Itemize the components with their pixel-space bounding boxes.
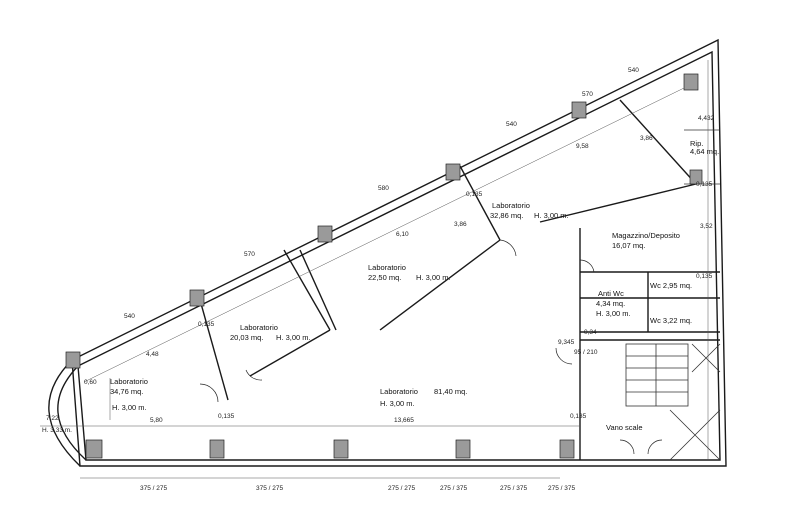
dim-386a: 3,86	[640, 135, 653, 142]
stairs-label: Vano scale	[606, 423, 643, 432]
lab-center-name: Laboratorio	[368, 263, 406, 272]
dim-4432: 4,432	[698, 115, 715, 122]
rip-name: Rip.	[690, 139, 703, 148]
wc2-label: Wc 3,22 mq.	[650, 316, 692, 325]
dim-386b: 3,86	[454, 221, 467, 228]
dim-9345: 9,345	[558, 339, 575, 346]
dim-034: 0,34	[584, 329, 597, 336]
wc1-label: Wc 2,95 mq.	[650, 281, 692, 290]
bottom-dim-6: 275 / 375	[548, 485, 575, 492]
rip-area: 4,64 mq.	[690, 147, 719, 156]
top-dim-1: 540	[124, 313, 135, 320]
lab-left-area: 34,76 mq.	[110, 387, 143, 396]
anti-wc-name: Anti Wc	[598, 289, 624, 298]
dim-722: 7,22	[46, 415, 59, 422]
dim-95-210: 95 / 210	[574, 349, 598, 356]
top-dim-5: 570	[582, 91, 593, 98]
lab-top-name: Laboratorio	[492, 201, 530, 210]
dim-0135-e: 0,135	[696, 181, 713, 188]
dim-352: 3,52	[700, 223, 713, 230]
dim-0135-b: 0,135	[570, 413, 587, 420]
lab-left-height: H. 3,00 m.	[112, 403, 147, 412]
bottom-dim-4: 275 / 375	[440, 485, 467, 492]
lab-large-height: H. 3,00 m.	[380, 399, 415, 408]
interior-walls	[199, 99, 720, 460]
top-dim-3: 580	[378, 185, 389, 192]
bottom-dim-3: 275 / 275	[388, 485, 415, 492]
dim-h333: H. 3,33 m.	[42, 427, 72, 434]
top-dim-6: 540	[628, 67, 639, 74]
top-dim-4: 540	[506, 121, 517, 128]
anti-wc-height: H. 3,00 m.	[596, 309, 631, 318]
pillars	[65, 73, 703, 459]
lab-center-area: 22,50 mq.	[368, 273, 401, 282]
dim-0135-a: 0,135	[218, 413, 235, 420]
dim-060: 0,60	[84, 379, 97, 386]
bottom-dim-2: 375 / 275	[256, 485, 283, 492]
bottom-dim-5: 275 / 375	[500, 485, 527, 492]
lab-large-area: 81,40 mq.	[434, 387, 467, 396]
dim-610: 6,10	[396, 231, 409, 238]
lab-mid-area: 20,03 mq.	[230, 333, 263, 342]
lab-left-name: Laboratorio	[110, 377, 148, 386]
dim-580: 5,80	[150, 417, 163, 424]
top-dim-2: 570	[244, 251, 255, 258]
dim-13665: 13,665	[394, 417, 414, 424]
doors	[199, 239, 663, 455]
lab-large-name: Laboratorio	[380, 387, 418, 396]
dim-0135-f: 0,135	[696, 273, 713, 280]
stair-hatch	[625, 343, 721, 461]
dim-0135-d: 0,135	[466, 191, 483, 198]
dim-0135-c: 0,135	[198, 321, 215, 328]
lab-center-height: H. 3,00 m.	[416, 273, 451, 282]
magazzino-area: 16,07 mq.	[612, 241, 645, 250]
lab-top-area: 32,86 mq.	[490, 211, 523, 220]
dim-448: 4,48	[146, 351, 159, 358]
lab-mid-height: H. 3,00 m.	[276, 333, 311, 342]
lab-mid-name: Laboratorio	[240, 323, 278, 332]
lab-top-height: H. 3,00 m.	[534, 211, 569, 220]
dimension-lines	[40, 60, 709, 479]
bottom-dim-1: 375 / 275	[140, 485, 167, 492]
magazzino-name: Magazzino/Deposito	[612, 231, 680, 240]
anti-wc-area: 4,34 mq.	[596, 299, 625, 308]
dim-958: 9,58	[576, 143, 589, 150]
